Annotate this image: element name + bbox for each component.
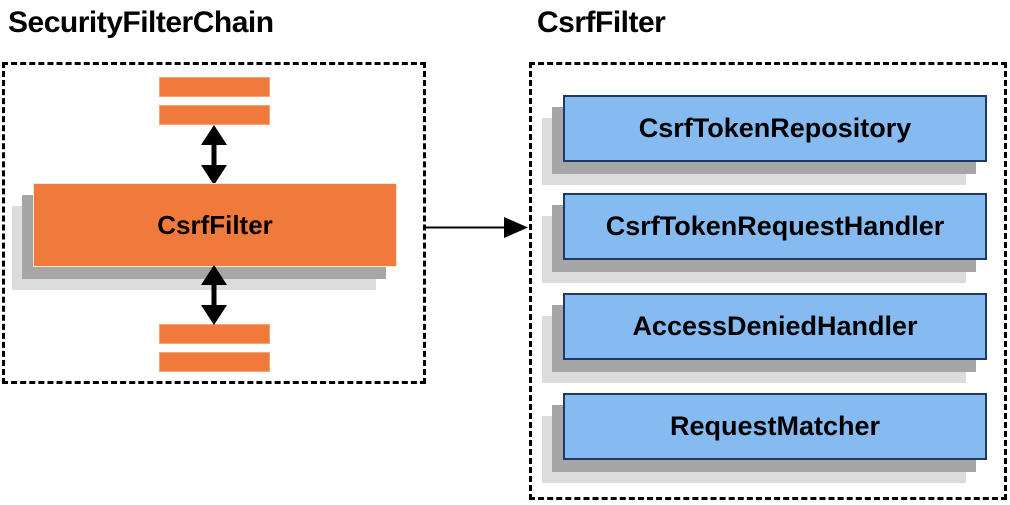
bidirectional-arrow-bottom bbox=[201, 265, 227, 325]
component-label: RequestMatcher bbox=[669, 411, 881, 441]
component-node-access-denied-handler: AccessDeniedHandler bbox=[563, 293, 987, 360]
csrf-filter-container bbox=[529, 62, 1007, 500]
component-label: AccessDeniedHandler bbox=[632, 311, 918, 341]
filter-placeholder-bar-top-1 bbox=[159, 77, 270, 97]
component-node-csrf-token-repository: CsrfTokenRepository bbox=[563, 95, 987, 162]
flow-arrow bbox=[424, 217, 528, 238]
component-label: CsrfTokenRequestHandler bbox=[605, 211, 945, 241]
component-node-csrf-token-request-handler: CsrfTokenRequestHandler bbox=[563, 193, 987, 260]
csrf-filter-title: CsrfFilter bbox=[537, 6, 666, 39]
component-label: CsrfTokenRepository bbox=[638, 113, 912, 143]
filter-placeholder-bar-bottom-2 bbox=[159, 352, 270, 372]
security-filter-chain-container bbox=[2, 62, 426, 384]
filter-placeholder-bar-top-2 bbox=[159, 105, 270, 125]
security-filter-chain-title: SecurityFilterChain bbox=[8, 6, 274, 39]
bidirectional-arrow-top bbox=[201, 125, 227, 185]
component-node-request-matcher: RequestMatcher bbox=[563, 393, 987, 460]
filter-placeholder-bar-bottom-1 bbox=[159, 324, 270, 344]
csrf-filter-node: CsrfFilter bbox=[33, 183, 397, 267]
csrf-filter-node-label: CsrfFilter bbox=[157, 209, 273, 240]
